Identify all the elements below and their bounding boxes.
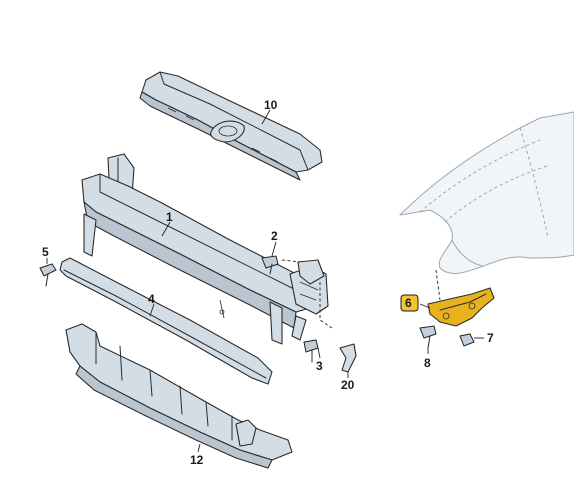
callout-8: 8 [424, 356, 431, 370]
part-10-air-guide [139, 71, 323, 181]
bolt-2 [261, 255, 279, 275]
callout-10: 10 [264, 98, 278, 112]
bracket-2-mount [297, 259, 325, 285]
bolt-5 [39, 263, 57, 287]
part-1-carrier [81, 153, 329, 345]
callout-20: 20 [341, 378, 355, 392]
callout-1: 1 [166, 210, 173, 224]
part-12-absorber [65, 323, 293, 469]
callout-6: 6 [405, 296, 412, 310]
leader-lines [46, 109, 484, 453]
callout-2: 2 [271, 229, 278, 243]
callout-7: 7 [487, 331, 494, 345]
bracket-20 [339, 343, 357, 373]
callout-6-highlight [400, 294, 419, 312]
callout-3: 3 [316, 359, 323, 373]
callout-4: 4 [148, 292, 155, 306]
bolt-8 [419, 325, 437, 349]
bolt-3 [303, 339, 319, 363]
nut-7 [459, 333, 475, 347]
fender-outline [399, 111, 574, 274]
part-4-strip [59, 257, 273, 385]
callout-labels: 1 10 4 5 2 3 20 12 6 7 8 [42, 98, 494, 467]
callout-12: 12 [190, 453, 204, 467]
callout-5: 5 [42, 245, 49, 259]
part-6-bracket [427, 287, 495, 327]
